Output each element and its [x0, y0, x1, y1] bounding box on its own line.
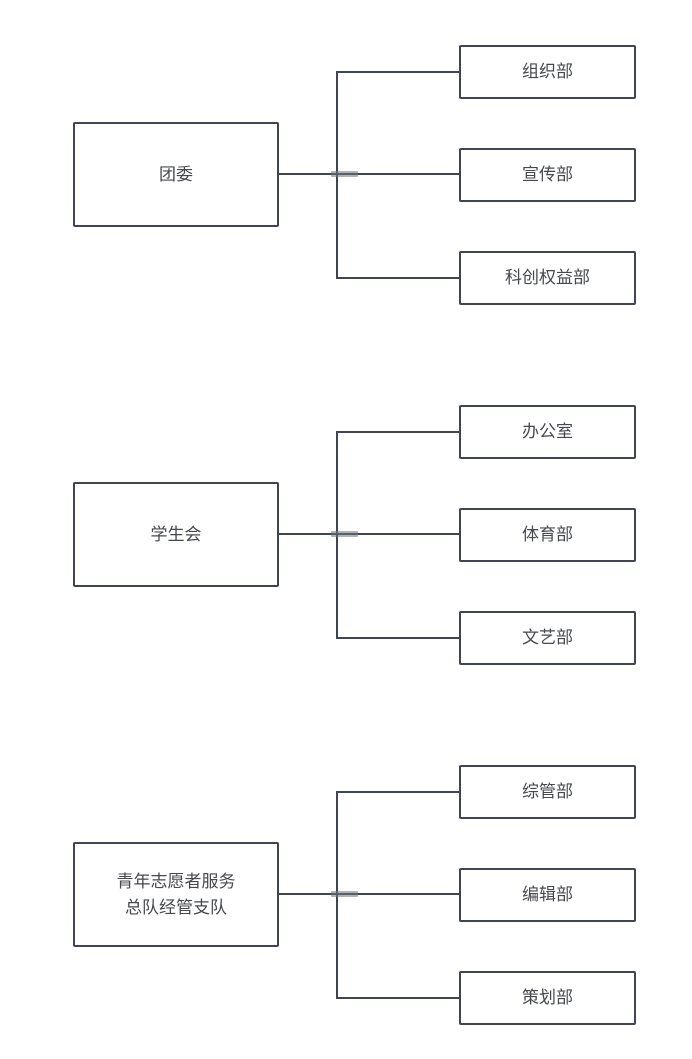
connector-parent-line	[279, 533, 338, 535]
parent-node: 青年志愿者服务 总队经管支队	[73, 842, 279, 947]
connector-junction-mark	[331, 891, 358, 897]
connector-branch-line	[337, 431, 459, 433]
child-node-label: 综管部	[522, 782, 573, 801]
child-node-label: 体育部	[522, 525, 573, 544]
parent-node-label: 青年志愿者服务 总队经管支队	[116, 871, 236, 917]
child-node-label: 策划部	[522, 988, 573, 1007]
connector-parent-line	[279, 173, 338, 175]
connector-branch-line	[337, 637, 459, 639]
child-node-label: 文艺部	[522, 628, 573, 647]
connector-branch-line	[337, 277, 459, 279]
org-group-2: 学生会 办公室 体育部 文艺部	[0, 360, 692, 720]
org-group-3: 青年志愿者服务 总队经管支队 综管部 编辑部 策划部	[0, 720, 692, 1059]
connector-junction-mark	[331, 171, 358, 177]
connector-parent-line	[279, 893, 338, 895]
child-node-label: 办公室	[522, 422, 573, 441]
child-node: 办公室	[459, 405, 636, 459]
parent-node: 学生会	[73, 482, 279, 587]
child-node-label: 组织部	[522, 62, 573, 81]
parent-node: 团委	[73, 122, 279, 227]
child-node: 组织部	[459, 45, 636, 99]
child-node: 综管部	[459, 765, 636, 819]
connector-junction-mark	[331, 531, 358, 537]
child-node-label: 宣传部	[522, 165, 573, 184]
parent-node-label: 学生会	[150, 524, 202, 544]
org-group-1: 团委 组织部 宣传部 科创权益部	[0, 0, 692, 360]
child-node: 科创权益部	[459, 251, 636, 305]
child-node: 宣传部	[459, 148, 636, 202]
child-node-label: 编辑部	[522, 885, 573, 904]
connector-branch-line	[337, 533, 459, 535]
connector-branch-line	[337, 173, 459, 175]
child-node-label: 科创权益部	[505, 268, 590, 287]
child-node: 体育部	[459, 508, 636, 562]
connector-branch-line	[337, 997, 459, 999]
connector-branch-line	[337, 71, 459, 73]
parent-node-label: 团委	[159, 164, 193, 184]
child-node: 编辑部	[459, 868, 636, 922]
connector-branch-line	[337, 893, 459, 895]
child-node: 策划部	[459, 971, 636, 1025]
child-node: 文艺部	[459, 611, 636, 665]
connector-branch-line	[337, 791, 459, 793]
